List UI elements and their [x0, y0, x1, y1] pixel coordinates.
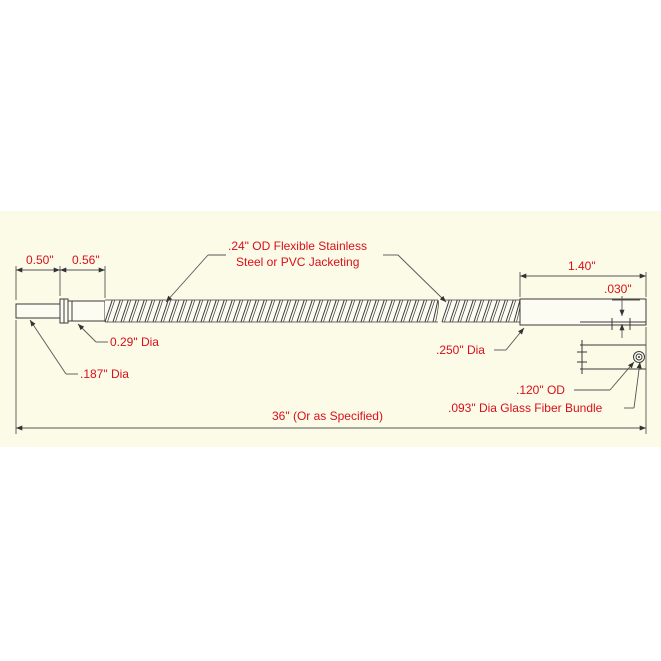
dim-050-extension — [15, 266, 61, 300]
jacket-leader-left — [165, 254, 226, 303]
right-connector-tip-detail — [580, 318, 646, 330]
end-view-detail — [577, 340, 646, 374]
overall-length-label: 36" (Or as Specified) — [272, 409, 383, 423]
left-ferrule — [15, 303, 61, 319]
dia-029-leader — [77, 323, 108, 343]
dim-140-label: 1.40" — [568, 259, 596, 273]
dim-140-extension — [519, 272, 647, 297]
jacket-leader-right — [383, 254, 447, 303]
overall-length-dimension — [15, 320, 647, 434]
fiber-bundle-leader — [624, 361, 642, 409]
dim-056-extension — [60, 266, 106, 298]
dia-0250-label: .250" Dia — [436, 343, 485, 357]
drawing-background-band — [0, 211, 661, 447]
flexible-jacketing-right — [441, 299, 521, 323]
dim-030-extension — [612, 296, 640, 338]
dia-0187-leader — [29, 319, 78, 375]
flexible-jacketing-left — [104, 299, 439, 323]
left-collar — [59, 298, 69, 324]
jacket-label-line1: .24" OD Flexible Stainless — [228, 239, 367, 253]
dim-056-label: 0.56" — [72, 253, 100, 267]
jacket-label-line2: Steel or PVC Jacketing — [236, 255, 359, 269]
fiber-bundle-label: .093" Dia Glass Fiber Bundle — [448, 401, 603, 415]
dim-030-label: .030" — [604, 282, 632, 296]
od-0120-label: .120" OD — [516, 383, 565, 397]
dia-0187-label: .187" Dia — [80, 367, 129, 381]
od-0120-leader — [574, 361, 635, 391]
dim-050-label: 0.50" — [26, 253, 54, 267]
left-transition — [67, 300, 106, 322]
dia-0250-leader — [494, 327, 525, 351]
right-connector-body — [519, 298, 647, 326]
dia-029-label: 0.29" Dia — [110, 335, 159, 349]
